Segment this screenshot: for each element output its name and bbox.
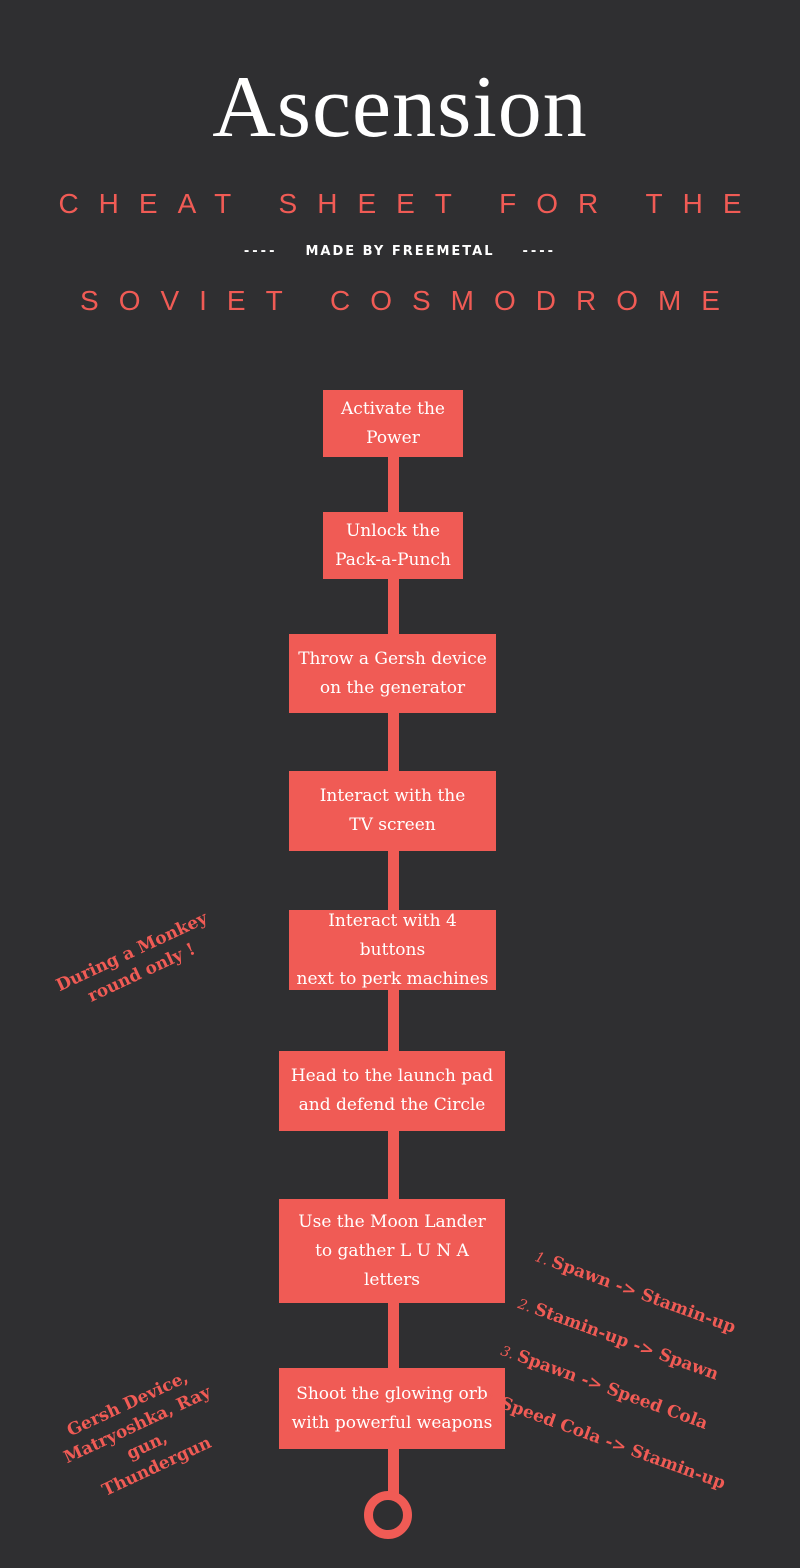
step-label: Shoot the glowing orb with powerful weap… [291, 1383, 493, 1433]
step-label: Interact with 4 buttons next to perk mac… [296, 910, 489, 989]
step-activate-power: Activate the Power [323, 390, 463, 457]
page-title: Ascension [212, 59, 588, 156]
flow-end-circle [364, 1491, 412, 1539]
credit-left-dashes: ---- [243, 244, 278, 259]
step-label: Activate the Power [341, 398, 445, 448]
step-unlock-pack-a-punch: Unlock the Pack-a-Punch [323, 512, 463, 579]
step-interact-tv-screen: Interact with the TV screen [289, 771, 496, 851]
note-monkey-round: During a Monkey round only ! [53, 908, 211, 1007]
note-lander-order: 1.Spawn -> Stamin-up 2.Stamin-up -> Spaw… [472, 1222, 774, 1514]
subtitle-line-1: CHEAT SHEET FOR THE [58, 188, 762, 219]
credit-text: MADE BY FREEMETAL [305, 244, 495, 259]
step-label: Use the Moon Lander to gather L U N A le… [298, 1211, 486, 1290]
credit-row: ---- MADE BY FREEMETAL ---- [0, 244, 800, 259]
step-label: Head to the launch pad and defend the Ci… [290, 1066, 494, 1115]
step-label: Unlock the Pack-a-Punch [335, 520, 451, 570]
step-label: Throw a Gersh device on the generator [298, 648, 487, 698]
credit-right-dashes: ---- [522, 244, 557, 259]
subtitle-line-3: SOVIET COSMODROME [80, 285, 740, 316]
step-shoot-orb: Shoot the glowing orb with powerful weap… [279, 1368, 505, 1449]
step-moon-lander-luna: Use the Moon Lander to gather L U N A le… [279, 1199, 505, 1303]
step-defend-circle: Head to the launch pad and defend the Ci… [279, 1051, 505, 1131]
step-throw-gersh-device: Throw a Gersh device on the generator [289, 634, 496, 713]
step-interact-buttons: Interact with 4 buttons next to perk mac… [289, 910, 496, 990]
step-label: Interact with the TV screen [319, 786, 466, 835]
note-weapons: Gersh Device, Matryoshka, Ray gun, Thund… [60, 1367, 215, 1501]
